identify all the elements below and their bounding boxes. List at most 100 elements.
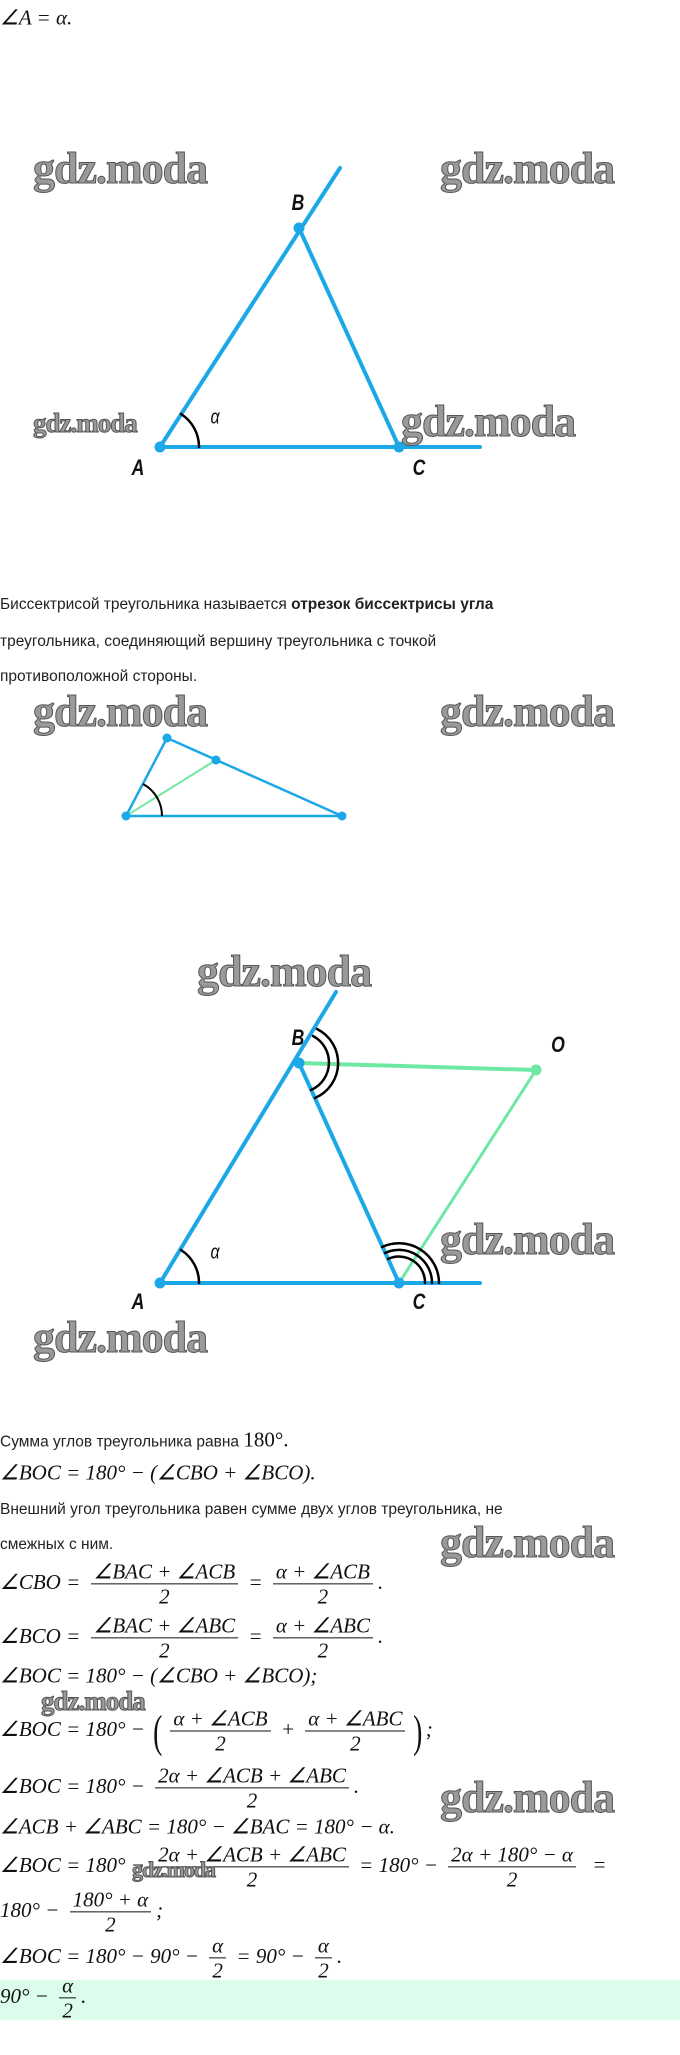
- equation-angle-sum: ∠ACB + ∠ABC = 180° − ∠BAC = 180° − α.: [0, 1814, 395, 1839]
- numerator: ∠BAC + ∠ABC: [90, 1613, 239, 1639]
- label-a: A: [131, 1289, 145, 1314]
- denominator: 2: [159, 1584, 170, 1609]
- numerator: 2α + ∠ACB + ∠ABC: [155, 1763, 349, 1789]
- denominator: 2: [212, 1958, 223, 1983]
- watermark-logo: gdz.moda: [439, 1518, 615, 1567]
- watermark-logo: gdz.moda: [33, 408, 139, 438]
- figure-bisector: [121, 733, 347, 821]
- eq-lhs: ∠BOC = 180° −: [0, 1773, 145, 1798]
- point-c: [393, 1277, 405, 1289]
- numerator: α + ∠ABC: [305, 1706, 406, 1732]
- definition-text: Биссектрисой треугольника называется: [0, 596, 292, 613]
- bisector-bo: [297, 1061, 538, 1072]
- side-bc: [297, 226, 401, 449]
- numerator: α: [209, 1933, 227, 1959]
- point-b: [293, 1057, 305, 1069]
- angle-arc-c-3: [380, 1242, 441, 1285]
- watermark-logo: gdz.moda: [400, 397, 576, 446]
- eq-lhs: 180° −: [0, 1897, 60, 1922]
- watermark-logo: gdz.moda: [32, 1313, 208, 1362]
- denominator: 2: [350, 1731, 361, 1756]
- watermark-logo: gdz.moda: [439, 687, 615, 736]
- denominator: 2: [506, 1867, 518, 1892]
- definition-line-1: Биссектрисой треугольника называется отр…: [0, 596, 493, 614]
- numerator: 2α + ∠ACB + ∠ABC: [155, 1842, 349, 1868]
- label-alpha: α: [210, 1241, 220, 1264]
- denominator: 2: [318, 1958, 329, 1983]
- watermark-logo: gdz.moda: [32, 687, 208, 736]
- bisector-segment: [125, 759, 217, 817]
- exterior-angle-line-1: Внешний угол треугольника равен сумме дв…: [0, 1501, 503, 1518]
- numerator: 2α + 180° − α: [448, 1842, 576, 1868]
- bisector-side-left: [124, 737, 169, 817]
- eq-end: .: [353, 1773, 360, 1798]
- numerator: 180° + α: [69, 1887, 152, 1913]
- eq-end: .: [378, 1623, 384, 1648]
- equation-boc-1: ∠BOC = 180° − (∠CBO + ∠BCO).: [0, 1460, 316, 1485]
- angle-sum-statement: Сумма углов треугольника равна 180°.: [0, 1428, 288, 1453]
- watermark-logo: gdz.moda: [32, 144, 208, 193]
- side-bc: [297, 1061, 401, 1285]
- eq-end: .: [378, 1569, 384, 1594]
- label-b: B: [291, 190, 305, 215]
- angle-arc-b-inner: [309, 1034, 331, 1092]
- bisector-point: [121, 811, 131, 821]
- side-ab-ray: [158, 990, 338, 1285]
- bisector-co: [397, 1068, 538, 1285]
- point-a: [154, 441, 166, 453]
- point-c: [393, 441, 405, 453]
- bisector-point: [162, 733, 172, 743]
- denominator: 2: [317, 1638, 329, 1663]
- bisector-angle-arc: [142, 783, 164, 817]
- label-b: B: [291, 1025, 305, 1050]
- watermark-logo: gdz.moda: [41, 1686, 147, 1716]
- definition-line-2: треугольника, соединяющий вершину треуго…: [0, 633, 437, 650]
- watermark-logo: gdz.moda: [196, 947, 372, 996]
- eq-end: .: [336, 1943, 343, 1968]
- numerator: α + ∠ACB: [272, 1559, 374, 1585]
- watermark-logo: gdz.moda: [439, 144, 615, 193]
- open-paren: (: [153, 1705, 163, 1757]
- eq-lhs: ∠BOC = 180° − 90° −: [0, 1943, 199, 1968]
- exterior-angle-line-2: смежных с ним.: [0, 1536, 114, 1553]
- figure-triangle-abc: [154, 166, 482, 453]
- denominator: 2: [159, 1638, 170, 1663]
- definition-line-3: противоположной стороны.: [0, 668, 198, 685]
- label-c: C: [412, 1289, 426, 1314]
- eq-mid: = 180° −: [359, 1852, 438, 1877]
- eq-lhs: ∠CBO =: [0, 1569, 81, 1594]
- numerator: ∠BAC + ∠ACB: [90, 1559, 239, 1585]
- eq-sign: =: [248, 1569, 263, 1594]
- angle-arc-c-1: [386, 1255, 427, 1285]
- angle-sum-value: 180°.: [243, 1427, 289, 1452]
- label-o: O: [551, 1032, 565, 1057]
- denominator: 2: [105, 1912, 116, 1937]
- denominator: 2: [62, 1998, 73, 2023]
- angle-a-equation: ∠A = α.: [0, 5, 73, 30]
- eq-end: ;: [425, 1716, 433, 1741]
- eq-mid: = 90° −: [236, 1943, 305, 1968]
- eq-end: .: [81, 1983, 87, 2008]
- bisector-side-top: [166, 736, 343, 818]
- watermark-logo: gdz.moda: [131, 1857, 216, 1882]
- equation-boc-2: ∠BOC = 180° − (∠CBO + ∠BCO);: [0, 1663, 318, 1688]
- eq-lhs: ∠BOC = 180° −: [0, 1716, 145, 1741]
- label-a: A: [131, 455, 145, 480]
- numerator: α + ∠ABC: [272, 1613, 374, 1639]
